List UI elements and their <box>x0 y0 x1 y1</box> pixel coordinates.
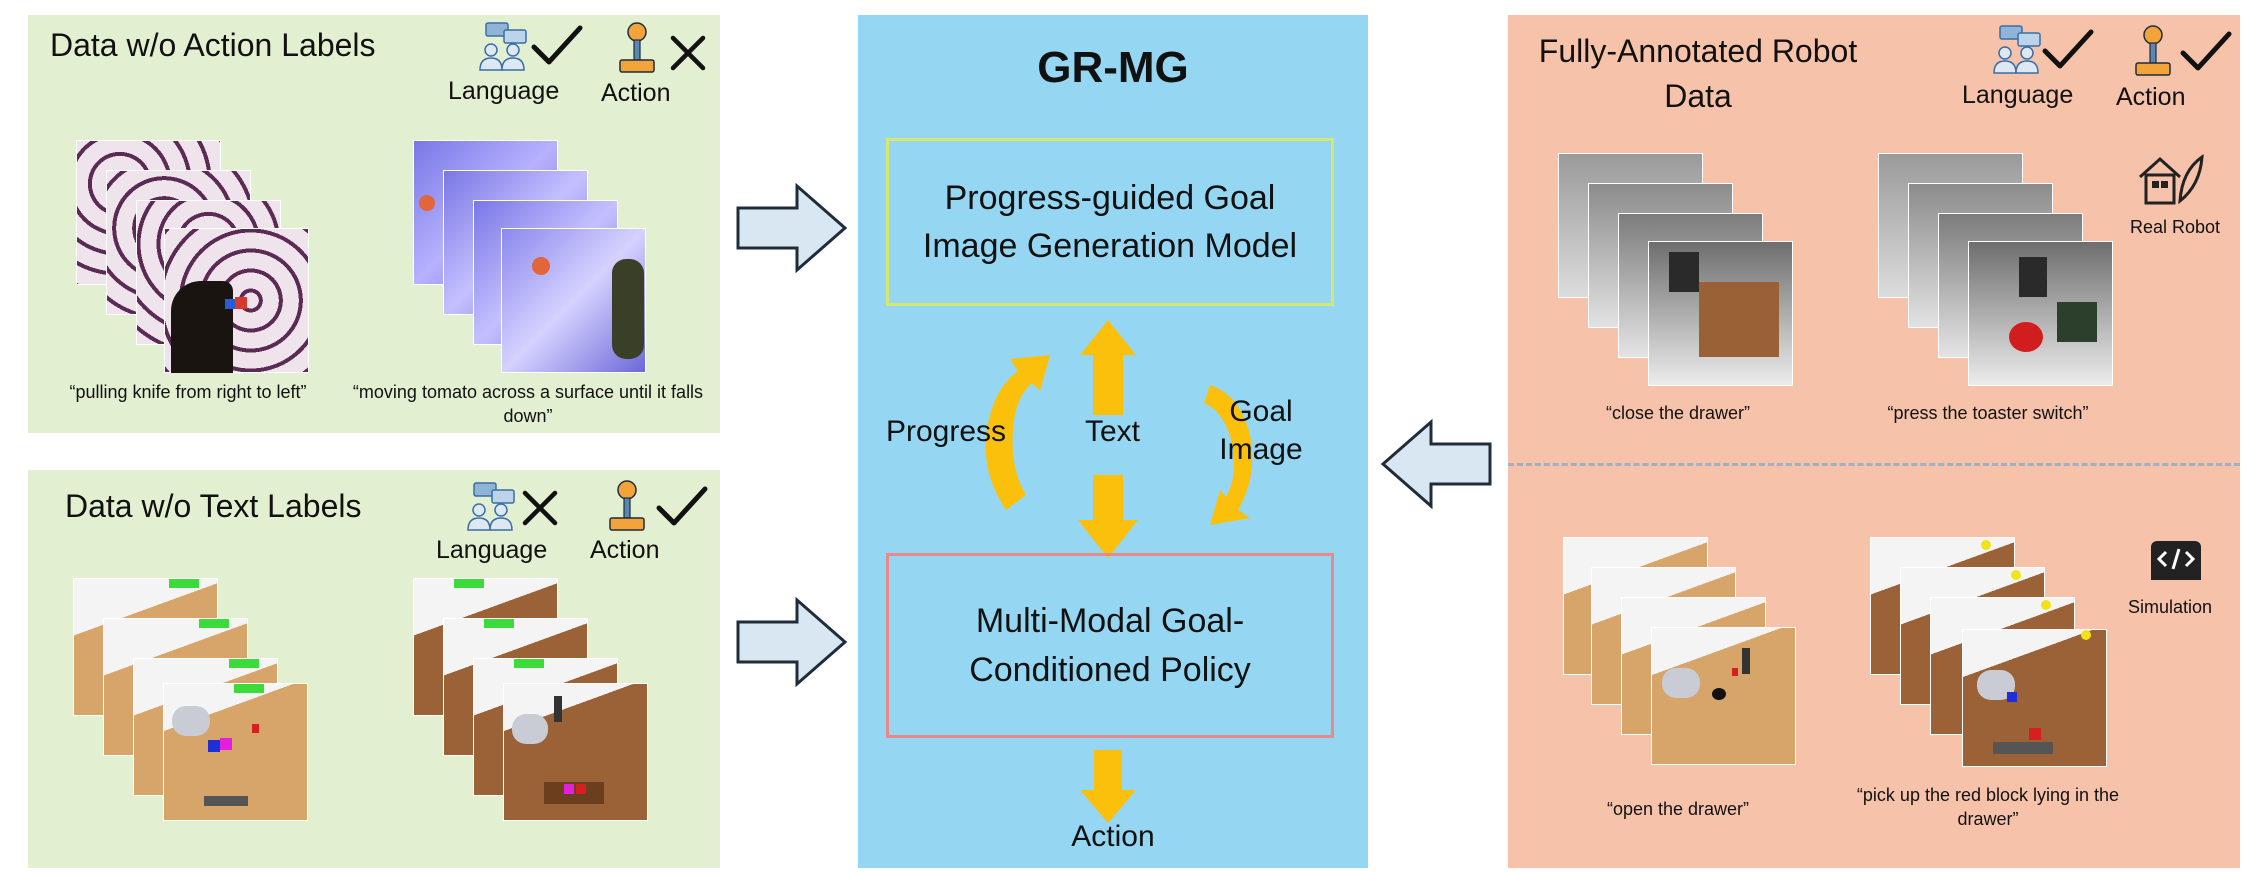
code-screen-icon <box>2151 541 2201 580</box>
simulation-frames-dark <box>413 578 663 828</box>
house-plant-icon <box>2138 153 2204 205</box>
action-label: Action <box>590 536 660 564</box>
cross-icon <box>670 35 706 71</box>
generation-model-label: Progress-guided Goal Image Generation Mo… <box>922 178 1298 265</box>
action-label: Action <box>601 79 671 107</box>
goal-image-label: Goal Image <box>1216 393 1306 468</box>
section-divider <box>1508 463 2240 466</box>
panel-data-without-action-labels: Data w/o Action Labels Language Action “… <box>28 15 720 433</box>
panel-title: Data w/o Action Labels <box>50 27 376 63</box>
panel-fully-annotated-robot-data: Fully-Annotated Robot Data Language Acti… <box>1508 15 2240 868</box>
language-icon <box>1993 25 2041 74</box>
language-label: Language <box>448 77 560 105</box>
video-frames-knife <box>76 140 316 380</box>
check-icon <box>2180 31 2232 71</box>
robot-frames-toaster <box>1878 153 2118 403</box>
panel-title: Fully-Annotated Robot Data <box>1528 29 1868 119</box>
simulation-frames-red-block <box>1870 537 2130 787</box>
language-label: Language <box>1962 81 2074 109</box>
language-label: Language <box>436 536 548 564</box>
curved-arrow-icon <box>985 355 1050 510</box>
panel-title-text: Fully-Annotated Robot Data <box>1538 33 1858 114</box>
goal-image-generation-model: Progress-guided Goal Image Generation Mo… <box>886 138 1334 306</box>
video-caption: “pulling knife from right to left” <box>69 382 307 402</box>
joystick-icon <box>2135 25 2171 76</box>
up-arrow-icon <box>1080 320 1136 415</box>
down-arrow-icon <box>1078 475 1138 558</box>
check-icon <box>656 486 708 526</box>
flow-arrows <box>985 320 1253 558</box>
right-arrow-icon <box>736 596 848 688</box>
simulation-frames-light <box>73 578 323 828</box>
left-arrow-icon <box>1380 418 1492 510</box>
joystick-icon <box>619 22 655 73</box>
language-icon <box>479 22 527 71</box>
language-icon <box>467 482 515 531</box>
panel-gr-mg: GR-MG Progress-guided Goal Image Generat… <box>858 15 1368 868</box>
panel-title: Data w/o Text Labels <box>65 488 362 524</box>
framework-title: GR-MG <box>1037 43 1189 92</box>
robot-caption: “press the toaster switch” <box>1887 403 2089 423</box>
goal-conditioned-policy: Multi-Modal Goal-Conditioned Policy <box>886 553 1334 738</box>
check-icon <box>2042 29 2094 69</box>
simulation-caption: “open the drawer” <box>1606 799 1750 819</box>
action-output-label: Action <box>1071 820 1155 853</box>
text-label: Text <box>1085 415 1141 448</box>
real-robot-label: Real Robot <box>2130 217 2221 237</box>
policy-label: Multi-Modal Goal-Conditioned Policy <box>969 602 1251 689</box>
progress-label: Progress <box>886 415 1007 448</box>
simulation-label: Simulation <box>2128 597 2213 617</box>
check-icon <box>531 25 583 65</box>
video-caption: “moving tomato across a surface until it… <box>352 382 704 427</box>
simulation-caption: “pick up the red block lying in the draw… <box>1856 785 2120 830</box>
goal-image-text: Goal Image <box>1219 395 1303 466</box>
curved-arrow-icon <box>1204 385 1253 525</box>
robot-caption: “close the drawer” <box>1605 403 1751 423</box>
joystick-icon <box>609 480 645 531</box>
video-frames-tomato <box>413 140 653 380</box>
action-label: Action <box>2116 83 2186 111</box>
robot-frames-drawer <box>1558 153 1798 403</box>
down-arrow-icon <box>1080 750 1136 823</box>
cross-icon <box>522 490 558 526</box>
right-arrow-icon <box>736 182 848 274</box>
simulation-frames-open-drawer <box>1563 537 1803 787</box>
panel-data-without-text-labels: Data w/o Text Labels Language Action <box>28 470 720 868</box>
